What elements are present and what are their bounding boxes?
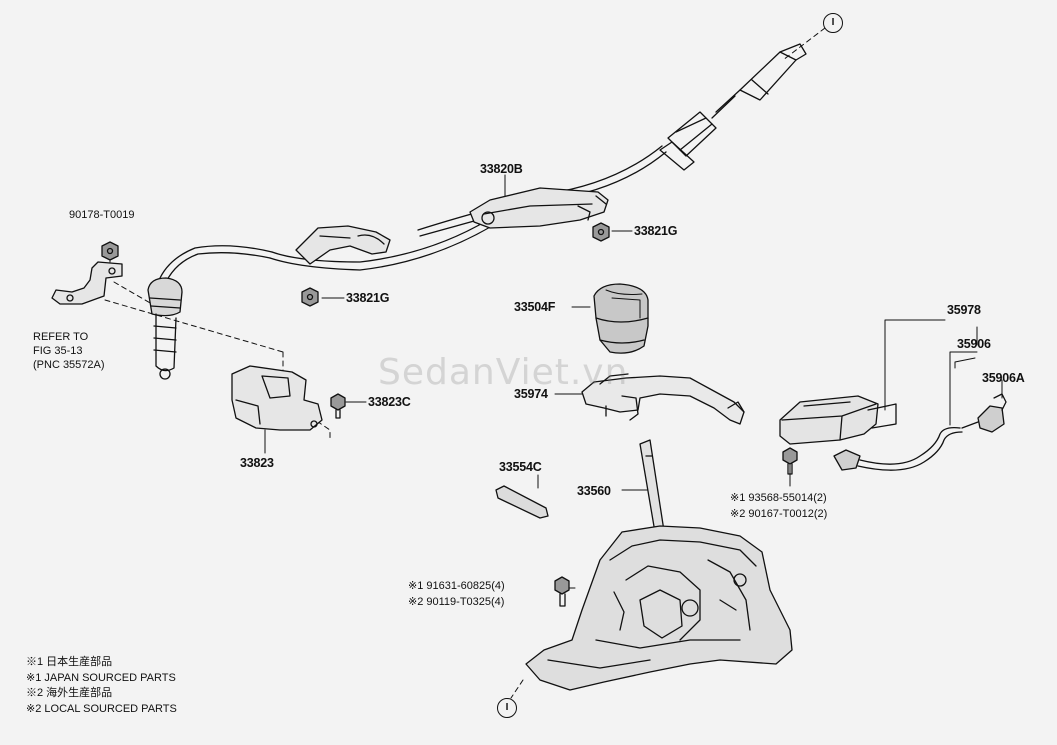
refer-line-1: REFER TO (33, 331, 89, 343)
legend: ※1 日本生産部品 ※1 JAPAN SOURCED PARTS ※2 海外生産… (26, 655, 177, 717)
bolt-note-center-1: ※1 91631-60825(4) (408, 580, 505, 592)
legend-line-2: ※1 JAPAN SOURCED PARTS (26, 671, 176, 684)
legend-line-3: ※2 海外生産部品 (26, 687, 113, 699)
cable-end-fitting (711, 43, 807, 119)
label-35978: 35978 (947, 303, 981, 317)
bolt-note-right-2: ※2 90167-T0012(2) (730, 508, 828, 520)
nut-33821g-a (301, 287, 319, 307)
label-35906: 35906 (957, 337, 991, 351)
bolt-note-right: ※1 93568-55014(2) ※2 90167-T0012(2) (730, 490, 827, 522)
cable-clamp-bracket (295, 225, 391, 265)
label-33821g-right: 33821G (634, 224, 678, 238)
label-33823c: 33823C (368, 395, 411, 409)
bolt-center (554, 576, 570, 607)
label-35906a: 35906A (982, 371, 1025, 385)
label-33560: 33560 (577, 484, 611, 498)
label-33821g-left: 33821G (346, 291, 390, 305)
bolt-right (782, 447, 798, 475)
legend-line-4: ※2 LOCAL SOURCED PARTS (26, 702, 177, 715)
label-33820b: 33820B (480, 162, 523, 176)
shifter-base (525, 525, 793, 691)
bracket-33823 (231, 365, 323, 431)
bolt-note-center-2: ※2 90119-T0325(4) (408, 596, 505, 608)
connector-marker-bottom: I (497, 698, 517, 718)
cable-end-left (147, 277, 183, 380)
shift-knob (593, 283, 649, 354)
refer-line-2: FIG 35-13 (33, 345, 83, 357)
label-90178: 90178-T0019 (69, 209, 135, 221)
leader-lines (104, 27, 1003, 699)
nut-33821g-b (592, 222, 610, 242)
refer-note: REFER TO FIG 35-13 (PNC 35572A) (33, 330, 105, 372)
control-module (779, 395, 897, 445)
cable-bracket-plate (469, 187, 609, 229)
sensor-35906a (961, 393, 1007, 433)
bolt-33823c (330, 393, 346, 419)
clip-33554c (495, 485, 549, 519)
legend-line-1: ※1 日本生産部品 (26, 656, 113, 668)
bracket-small-left (51, 261, 123, 305)
position-plate (581, 373, 745, 425)
label-33823: 33823 (240, 456, 274, 470)
bolt-note-center: ※1 91631-60825(4) ※2 90119-T0325(4) (408, 578, 505, 610)
label-35974: 35974 (514, 387, 548, 401)
refer-line-3: (PNC 35572A) (33, 359, 105, 371)
nut-90178 (101, 241, 119, 261)
bolt-note-right-1: ※1 93568-55014(2) (730, 492, 827, 504)
label-33554c: 33554C (499, 460, 542, 474)
label-33504f: 33504F (514, 300, 556, 314)
wiring-harness (833, 426, 963, 471)
watermark: SedanViet.vn (378, 352, 629, 393)
connector-marker-top: I (823, 13, 843, 33)
cable-grommet (659, 111, 717, 171)
